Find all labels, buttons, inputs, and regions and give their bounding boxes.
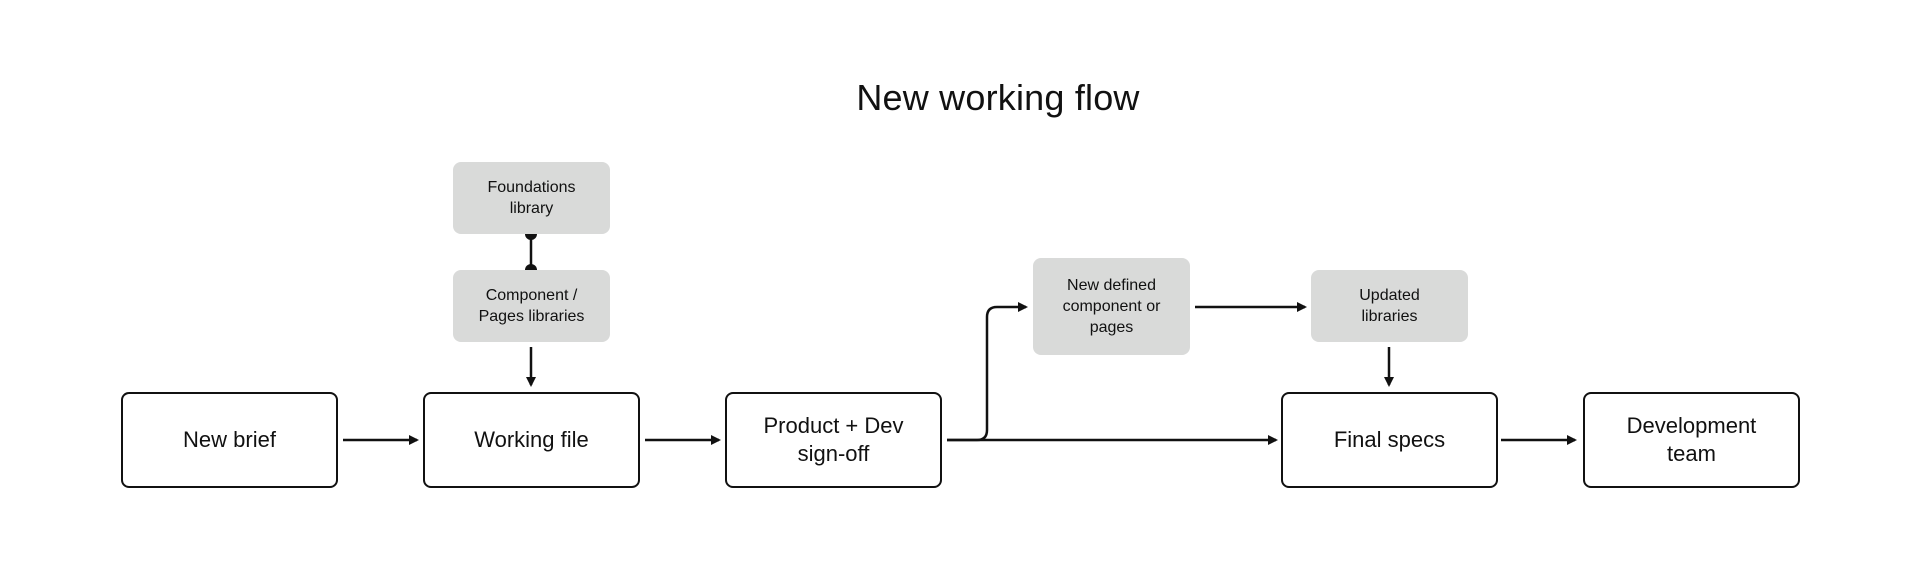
node-working-file: Working file xyxy=(423,392,640,488)
node-new-defined-component-label: New defined component or pages xyxy=(1062,277,1161,336)
node-product-dev-signoff: Product + Dev sign-off xyxy=(725,392,942,488)
diagram-title: New working flow xyxy=(856,77,1140,118)
node-updated-libraries: Updated libraries xyxy=(1311,270,1468,342)
node-updated-libraries-label: Updated libraries xyxy=(1359,287,1420,325)
arrow-signoff-to-new-defined xyxy=(947,302,1028,442)
node-new-defined-component: New defined component or pages xyxy=(1033,258,1190,355)
node-foundations-library-label: Foundations library xyxy=(487,179,576,217)
node-component-pages-libraries-label: Component / Pages libraries xyxy=(478,287,585,325)
node-component-pages-libraries: Component / Pages libraries xyxy=(453,270,610,342)
node-new-brief-label: New brief xyxy=(183,427,276,452)
node-new-brief: New brief xyxy=(121,392,338,488)
node-development-team: Development team xyxy=(1583,392,1800,488)
node-final-specs-label: Final specs xyxy=(1333,427,1446,452)
node-product-dev-signoff-label: Product + Dev sign-off xyxy=(763,413,904,466)
node-final-specs: Final specs xyxy=(1281,392,1498,488)
node-foundations-library: Foundations library xyxy=(453,162,610,234)
node-working-file-label: Working file xyxy=(474,427,589,452)
node-development-team-label: Development team xyxy=(1626,413,1757,466)
